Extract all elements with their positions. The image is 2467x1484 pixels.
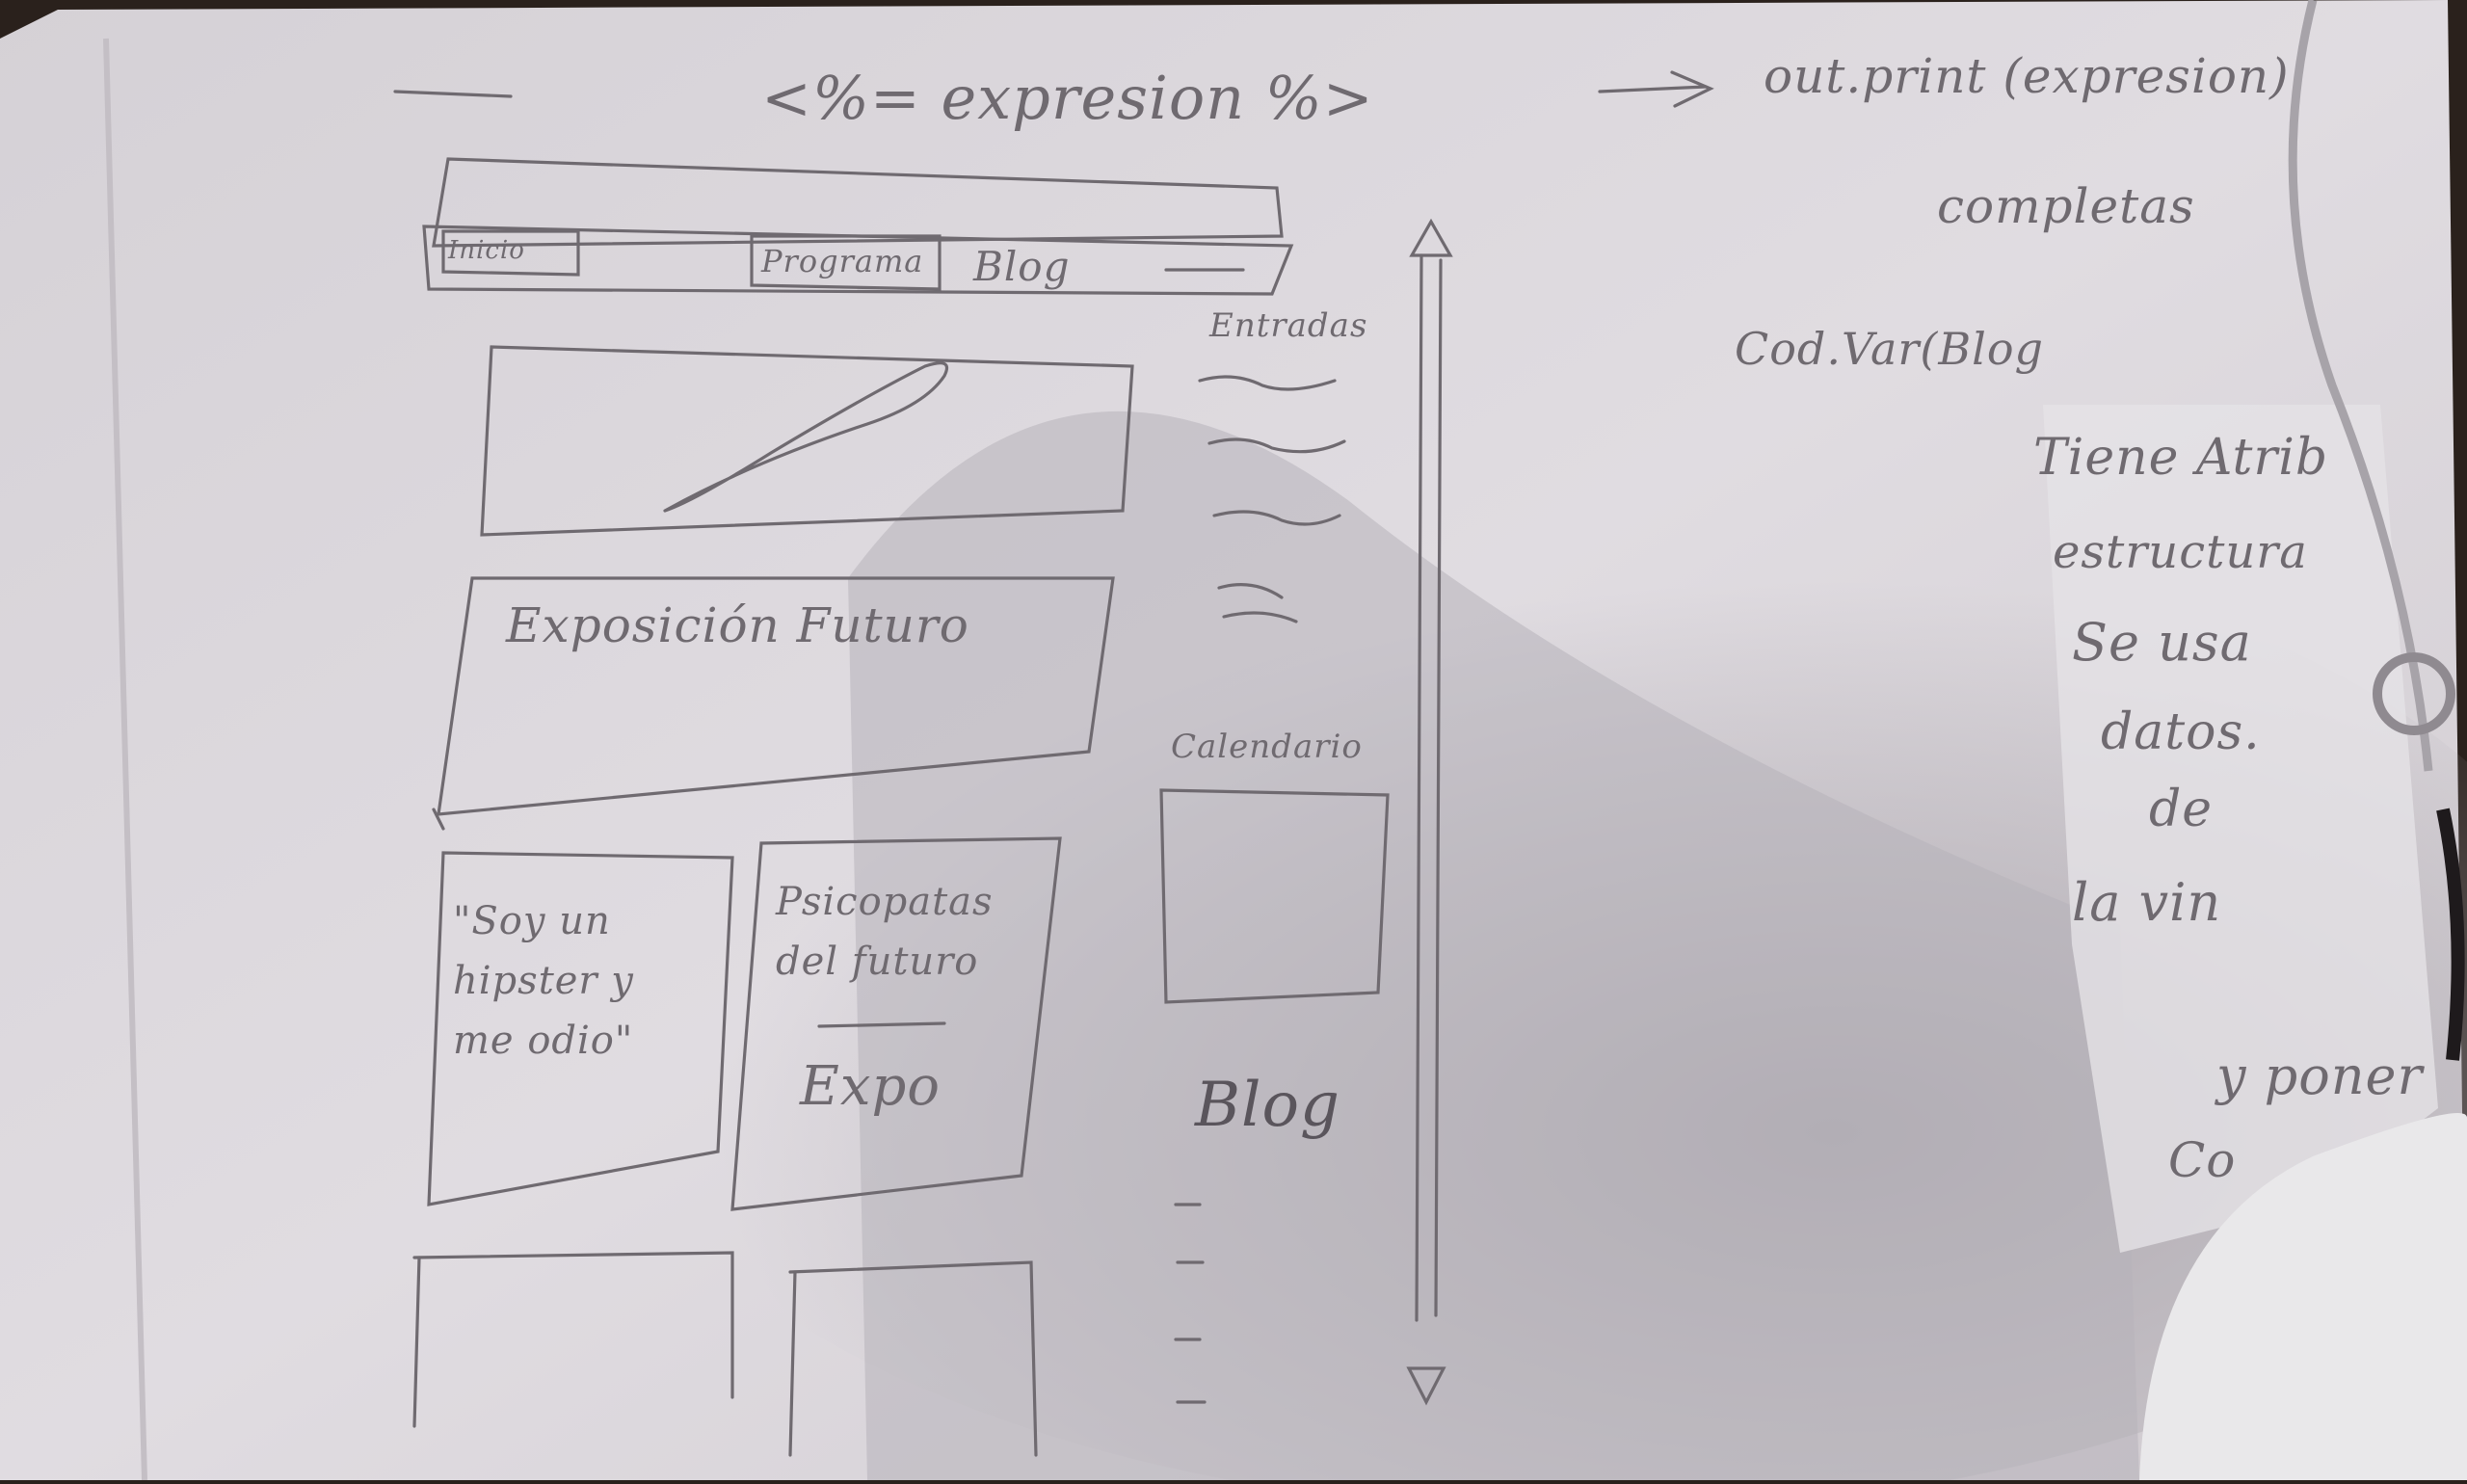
entrada-line-4: [1217, 583, 1298, 623]
note-expresion: <%= expresion %>: [761, 63, 1374, 133]
side-note-line-6: la vin: [2072, 872, 2222, 933]
hero-sketch-hand: [663, 361, 949, 513]
black-cord: [2436, 808, 2465, 1061]
side-note-line-4: datos.: [2101, 703, 2261, 761]
side-note-line-3: Se usa: [2072, 612, 2252, 673]
card-2-box: [730, 836, 1062, 1211]
sketch-strokes: [393, 70, 1714, 1457]
top-arrow-line: [1598, 85, 1708, 93]
nav-item-inicio: Inicio: [448, 236, 525, 265]
side-note-line-1: Tiene Atrib: [2033, 429, 2329, 487]
nav-item-programa: Programa: [761, 243, 924, 279]
card-2-sub: Expo: [800, 1055, 942, 1118]
entrada-line-1: [1198, 375, 1337, 391]
header-bar-outline: [432, 157, 1284, 248]
calendar-box: [1159, 788, 1390, 1004]
entradas-label: Entradas: [1209, 306, 1368, 345]
entrada-line-2: [1207, 437, 1346, 454]
hand-shadow-core: [848, 411, 2139, 1480]
paper-piece-right: [2043, 405, 2438, 1253]
nav-item-box-1: [441, 229, 580, 277]
card-2-divider: [817, 1021, 946, 1028]
note-cod-var: Cod.Var(Blog: [1735, 323, 2044, 375]
side-note-line-7: y poner: [2216, 1046, 2424, 1106]
scrollbar-line-left: [1415, 253, 1423, 1322]
note-out-print: out.print (expresion): [1764, 48, 2290, 104]
hero-caption: Exposición Futuro: [506, 597, 969, 653]
top-left-dash: [393, 90, 513, 98]
note-completas: completas: [1937, 178, 2195, 234]
blog-dashes: [1174, 1203, 1207, 1404]
side-note-line-8: Co: [2168, 1132, 2237, 1188]
cloth-bottom-right: [2139, 1113, 2467, 1480]
nav-item-blog: Blog: [973, 243, 1071, 290]
hero-box: [480, 345, 1134, 537]
card-1-box: [427, 851, 734, 1206]
exposicion-box: [437, 576, 1115, 816]
key-ring: [2373, 652, 2455, 735]
bottom-box-2: [788, 1260, 1038, 1457]
scroll-down-arrow: [1406, 1366, 1446, 1406]
bottom-box-1: [412, 1251, 734, 1399]
cable-right: [2288, 0, 2433, 772]
calendario-label: Calendario: [1171, 728, 1363, 766]
nav-bar-outline: [422, 225, 1294, 296]
scroll-up-arrow: [1409, 218, 1453, 257]
side-note-line-2: estructura: [2053, 525, 2308, 579]
top-arrow-head: [1670, 70, 1714, 108]
bottom-box-1-left: [412, 1256, 421, 1428]
bottom-box-2-left: [788, 1270, 797, 1457]
card-2-title: Psicopatas del futuro: [776, 880, 994, 984]
blog-label: Blog: [1195, 1070, 1340, 1141]
exposicion-tick: [432, 808, 445, 831]
card-1-text: "Soy un hipster y me odio": [453, 899, 634, 1063]
side-note-line-5: de: [2149, 781, 2214, 838]
scrollbar-line-right: [1434, 258, 1443, 1317]
entrada-line-3: [1212, 510, 1341, 526]
page-fold-left: [103, 38, 147, 1481]
nav-item-box-2: [750, 234, 942, 291]
